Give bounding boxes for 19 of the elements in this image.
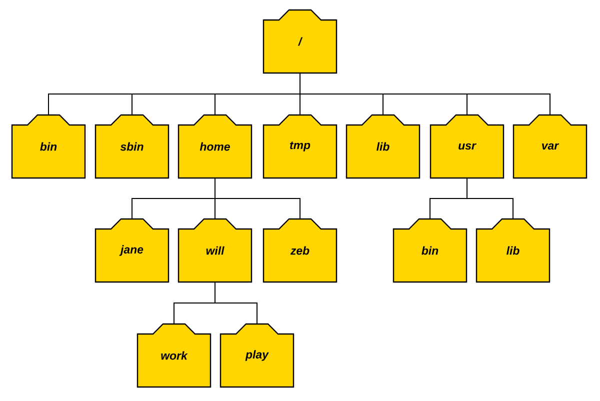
folder: bin xyxy=(392,218,468,283)
folder: lib xyxy=(346,114,420,179)
connector-line xyxy=(300,72,550,116)
folder: home xyxy=(178,114,252,179)
folder: / xyxy=(262,9,338,74)
folder: usr xyxy=(430,114,504,179)
folder: sbin xyxy=(94,114,170,179)
folder: lib xyxy=(476,218,550,283)
folder: play xyxy=(220,323,294,388)
connector-line xyxy=(214,178,300,220)
folder: will xyxy=(178,218,252,283)
folder: bin xyxy=(11,114,86,179)
connector-line xyxy=(466,178,514,220)
folder: jane xyxy=(94,218,170,283)
folder: var xyxy=(512,114,588,179)
connector-line xyxy=(214,282,258,324)
folder: work xyxy=(136,323,212,388)
folder: tmp xyxy=(262,114,338,179)
folder: zeb xyxy=(262,218,338,283)
